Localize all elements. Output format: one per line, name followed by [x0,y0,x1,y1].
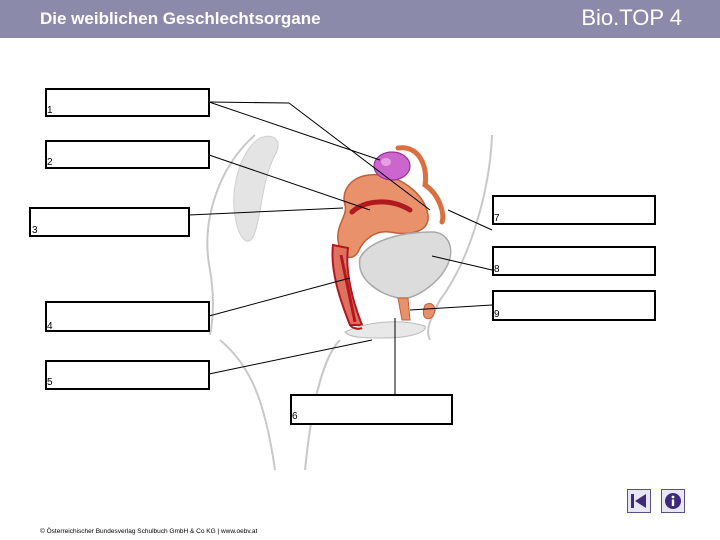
label-box-5[interactable] [45,360,210,390]
bladder [358,231,452,299]
clitoris [422,302,436,320]
urethra [397,297,411,321]
copyright-footer: © Österreichischer Bundesverlag Schulbuc… [40,528,258,535]
label-box-2[interactable] [45,140,210,169]
label-number-8: 8 [494,264,500,275]
skip-back-icon [628,490,650,512]
info-icon [662,490,684,512]
label-box-3[interactable] [29,207,190,237]
label-number-2: 2 [47,157,53,168]
external-genitalia [344,321,426,339]
anus-region [349,324,363,330]
body-outline-front [427,134,493,341]
ovary [373,151,411,181]
back-button[interactable] [627,489,651,513]
label-box-6[interactable] [290,394,453,425]
label-number-4: 4 [47,321,53,332]
brand-logo: Bio.TOP 4 [581,5,682,30]
label-number-6: 6 [292,411,298,422]
label-number-1: 1 [47,105,53,116]
body-outline-leg [219,339,276,471]
ovary-follicle [381,158,391,166]
header-bar: Die weiblichen Geschlechtsorgane Bio.TOP… [0,0,720,38]
label-number-9: 9 [494,309,500,320]
label-number-7: 7 [494,213,500,224]
label-box-9[interactable] [492,290,656,321]
label-box-1[interactable] [45,88,210,117]
label-number-5: 5 [47,377,53,388]
info-button[interactable] [661,489,685,513]
label-box-7[interactable] [492,195,656,225]
page-title: Die weiblichen Geschlechtsorgane [40,9,321,28]
label-box-4[interactable] [45,301,210,332]
uterine-cavity [349,199,413,215]
intestine-shape [233,135,279,242]
label-box-8[interactable] [492,246,656,276]
label-number-3: 3 [32,225,38,236]
fallopian-tube [395,145,446,225]
